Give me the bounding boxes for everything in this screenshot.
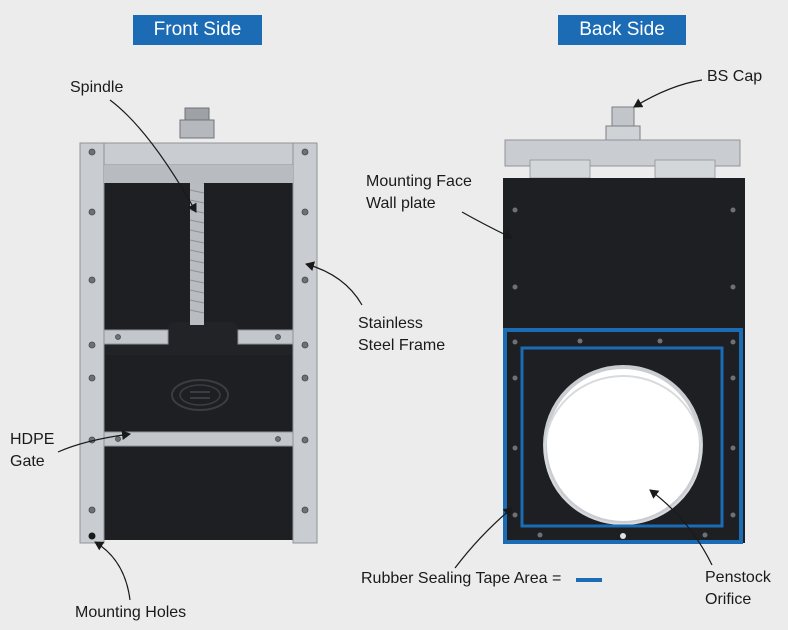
stainless-frame-label-line2: Steel Frame <box>358 337 446 354</box>
stainless-arrow <box>305 261 363 306</box>
front-penstock <box>79 107 318 544</box>
penstock-orifice-arrow <box>649 489 713 566</box>
rubber-tape-legend-swatch <box>576 578 602 582</box>
bs-cap-label: BS Cap <box>707 68 763 85</box>
mounting-face-label-line1: Mounting Face <box>366 173 472 190</box>
frame-bolts <box>88 148 309 514</box>
gate-upper-bar <box>103 329 169 345</box>
hdpe-arrow <box>57 430 131 453</box>
penstock-orifice <box>543 365 703 525</box>
front-side-title: Front Side <box>133 15 262 45</box>
hdpe-gate-label-line2: Gate <box>10 453 45 470</box>
wall-plate-bolts <box>512 207 736 539</box>
stainless-frame-label-line1: Stainless <box>358 315 423 332</box>
gate-logo-icon <box>171 379 229 411</box>
rubber-sealing-tape-inner <box>520 346 724 528</box>
penstock-orifice-label-line1: Penstock <box>705 569 771 586</box>
mounting-holes-label: Mounting Holes <box>75 604 187 621</box>
gate-lower-bar <box>103 431 294 447</box>
frame-top-rail <box>79 142 318 166</box>
spindle-arrow <box>109 99 197 213</box>
spindle-label: Spindle <box>70 79 124 96</box>
rubber-tape-arrow <box>454 507 513 569</box>
bs-cap-arrow <box>633 79 703 108</box>
hdpe-gate-label-line1: HDPE <box>10 431 55 448</box>
rubber-sealing-tape-outer <box>503 328 743 544</box>
back-penstock <box>503 106 745 544</box>
mounting-face-arrow <box>461 211 513 240</box>
back-side-title: Back Side <box>558 15 686 45</box>
frame-inner-top <box>104 165 293 183</box>
mounting-hole <box>88 532 96 540</box>
rubber-tape-legend-label: Rubber Sealing Tape Area = <box>361 570 562 587</box>
penstock-orifice-label-line2: Orifice <box>705 591 752 608</box>
front-gate-top <box>105 322 295 355</box>
mounting-holes-arrow <box>94 541 131 601</box>
mounting-face-label-line2: Wall plate <box>366 195 436 212</box>
